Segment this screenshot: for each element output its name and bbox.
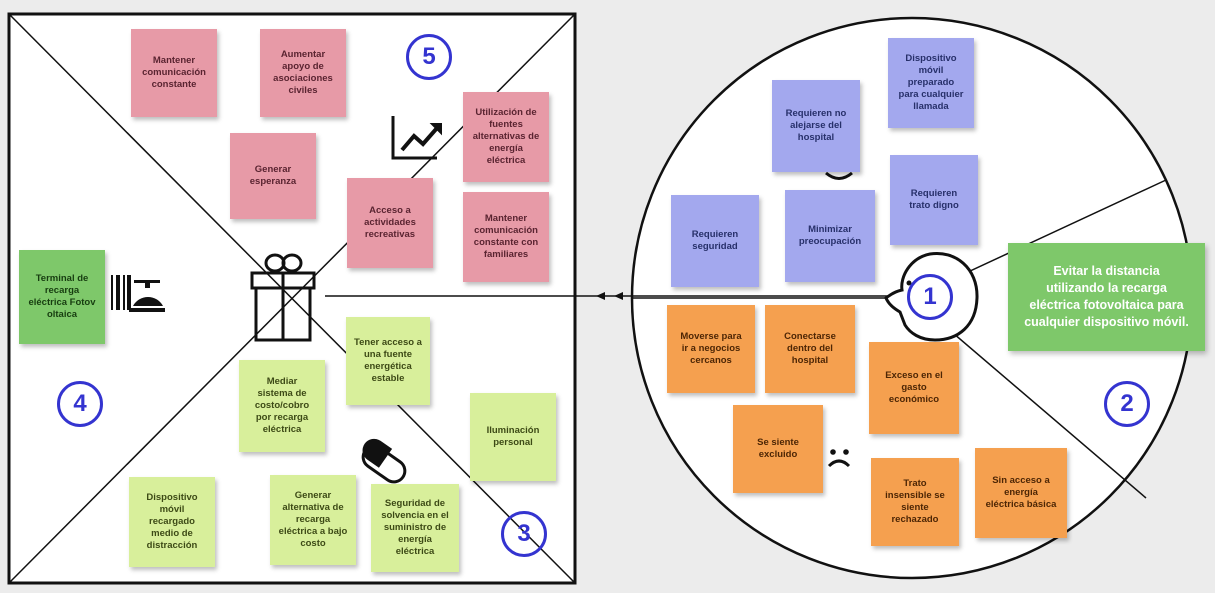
growth-chart-icon [391,116,442,160]
gain-note: Mantener comunicación constante [131,29,217,117]
section-number-2: 2 [1104,381,1150,427]
connector-arrowhead-2 [614,292,623,300]
customer-job-note: Requieren seguridad [671,195,759,287]
section-number-1: 1 [907,274,953,320]
pain-note: Sin acceso a energía eléctrica básica [975,448,1067,538]
pain-note: Trato insensible se siente rechazado [871,458,959,546]
section-number-5: 5 [406,34,452,80]
gain-creator-note: Mediar sistema de costo/cobro por recarg… [239,360,325,452]
gain-creator-note: Dispositivo móvil recargado medio de dis… [129,477,215,567]
smiley-icon [825,171,853,180]
gain-note: Mantener comunicación constante con fami… [463,192,549,282]
gain-creator-note: Iluminación personal [470,393,556,481]
section-number-3: 3 [501,511,547,557]
customer-job-note: Minimizar preocupación [785,190,875,282]
pain-note: Se siente excluido [733,405,823,493]
section-number-4: 4 [57,381,103,427]
pain-note: Moverse para ir a negocios cercanos [667,305,755,393]
gain-creator-note: Seguridad de solvencia en el suministro … [371,484,459,572]
pill-icon [361,438,407,484]
gift-icon [250,253,316,342]
value-proposition-note: Evitar la distancia utilizando la recarg… [1008,243,1205,351]
barcode-bell-icon [111,275,165,312]
product-note: Terminal de recarga eléctrica Fotov olta… [19,250,105,344]
sad-face-icon [827,449,851,468]
customer-job-note: Dispositivo móvil preparado para cualqui… [888,38,974,128]
gain-note: Acceso a actividades recreativas [347,178,433,268]
gain-creator-note: Generar alternativa de recarga eléctrica… [270,475,356,565]
pain-note: Conectarse dentro del hospital [765,305,855,393]
pain-note: Exceso en el gasto económico [869,342,959,434]
gain-note: Utilización de fuentes alternativas de e… [463,92,549,182]
gain-note: Aumentar apoyo de asociaciones civiles [260,29,346,117]
customer-job-note: Requieren trato digno [890,155,978,245]
gain-note: Generar esperanza [230,133,316,219]
customer-job-note: Requieren no alejarse del hospital [772,80,860,172]
gain-creator-note: Tener acceso a una fuente energética est… [346,317,430,405]
connector-arrowhead-1 [596,292,605,300]
